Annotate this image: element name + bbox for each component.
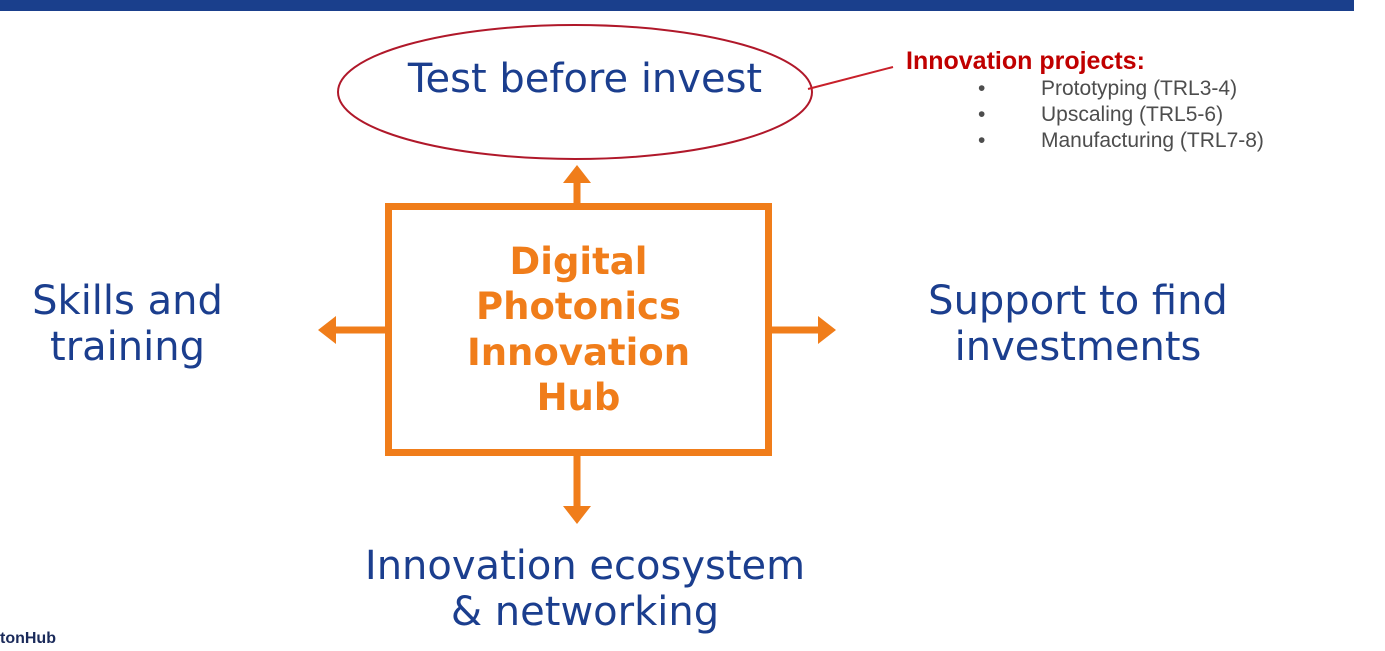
ecosystem-line-1: Innovation ecosystem [364,543,806,589]
innovation-projects-title: Innovation projects: [906,47,1145,75]
arrow-up-head [563,165,591,183]
arrow-left-head [318,316,336,344]
list-item: • Manufacturing (TRL7-8) [970,128,1264,154]
skills-line-1: Skills and [32,278,223,324]
hub-title: Digital Photonics Innovation Hub [392,239,765,421]
ecosystem-networking-label: Innovation ecosystem & networking [300,543,870,636]
header-bar [0,0,1354,11]
list-item-text: Manufacturing (TRL7-8) [1041,129,1264,152]
header-bar-gap [1354,0,1385,11]
highlight-ellipse [337,24,813,160]
test-before-invest-label: Test before invest [407,56,763,102]
hub-title-line-2: Photonics [476,285,681,328]
ecosystem-line-2: & networking [450,589,720,636]
hub-title-line-4: Hub [536,376,621,419]
skills-training-label: Skills and training [0,278,255,371]
bullet-icon: • [978,103,986,126]
list-item-text: Upscaling (TRL5-6) [1041,103,1224,126]
list-item: • Prototyping (TRL3-4) [970,76,1264,102]
hub-box: Digital Photonics Innovation Hub [385,203,772,456]
list-item: • Upscaling (TRL5-6) [970,102,1264,128]
support-line-1: Support to find [928,278,1228,324]
arrow-down-head [563,506,591,524]
list-item-text: Prototyping (TRL3-4) [1041,77,1238,100]
support-investments-label: Support to find investments [858,278,1298,371]
bullet-icon: • [978,129,986,152]
skills-line-2: training [50,324,205,371]
arrow-right-head [818,316,836,344]
hub-title-line-3: Innovation [466,330,691,374]
support-line-2: investments [954,324,1202,371]
callout-line [807,66,894,90]
photonhub-logo: tonHub [0,630,56,647]
bullet-icon: • [978,77,986,100]
innovation-projects-list: • Prototyping (TRL3-4) • Upscaling (TRL5… [970,76,1264,154]
hub-title-line-1: Digital [509,239,648,283]
